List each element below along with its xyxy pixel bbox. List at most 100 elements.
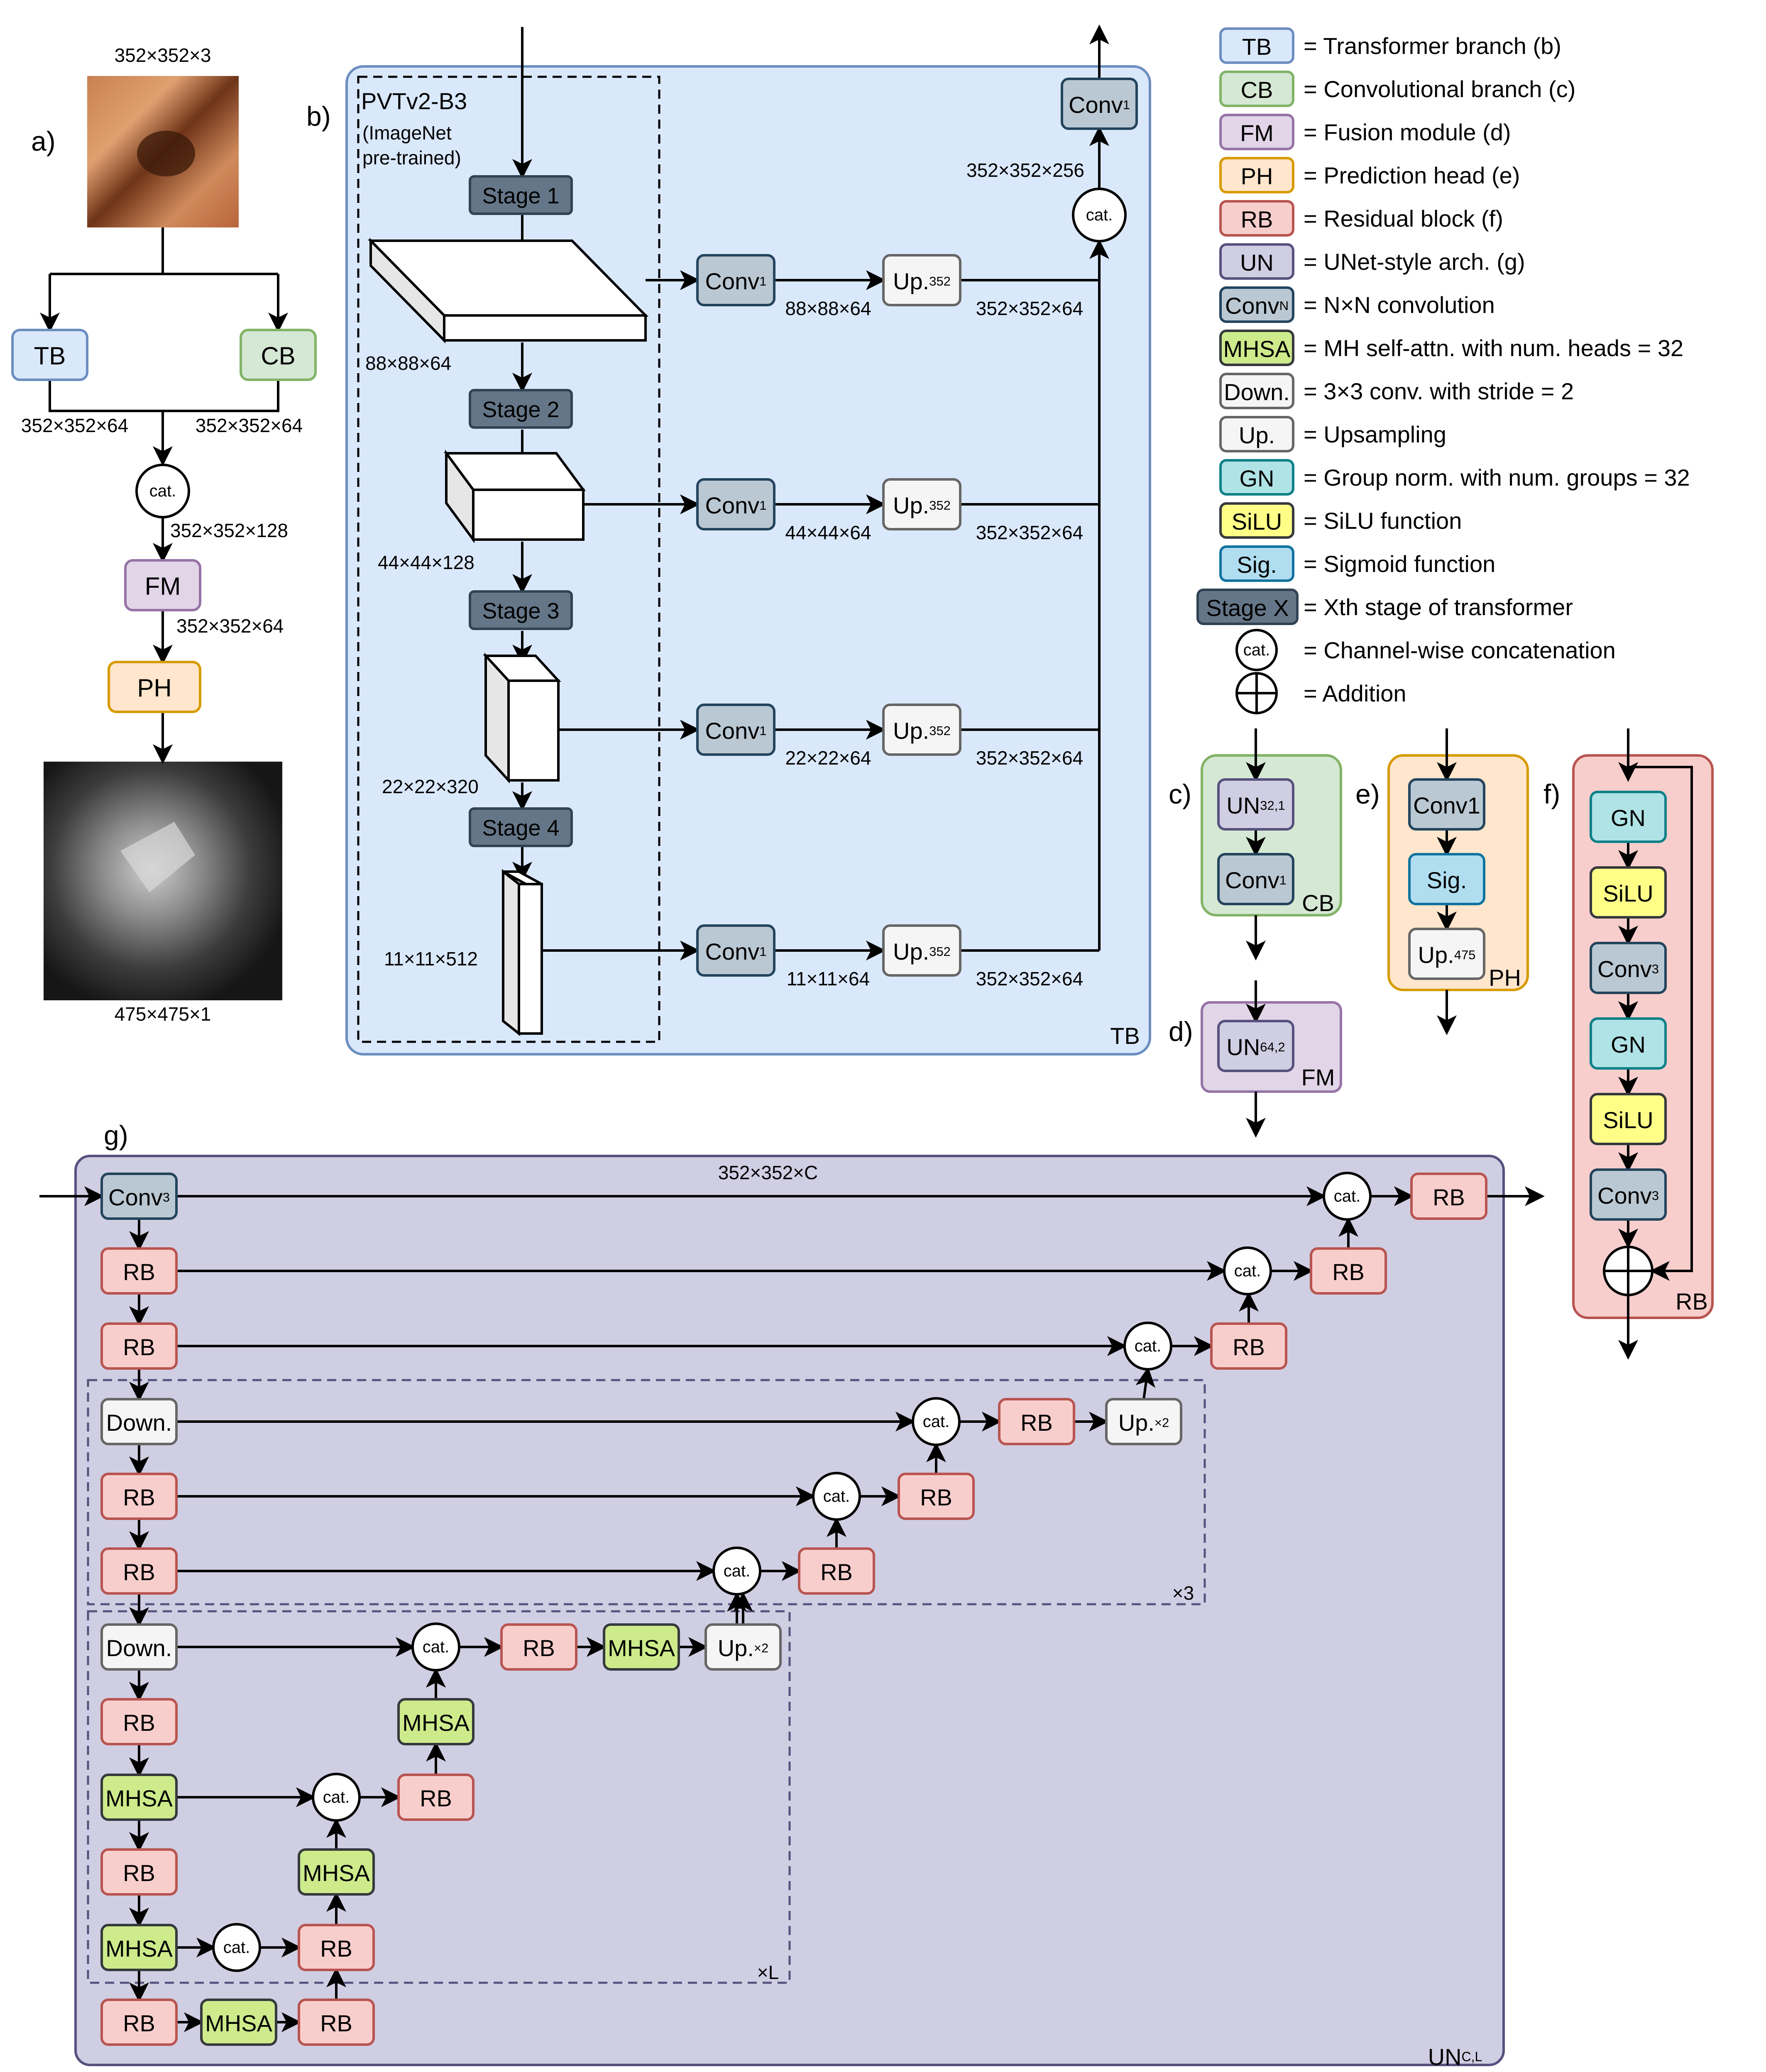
g-rb-bottom-shape bbox=[298, 1999, 375, 2046]
b-up-2: Up.352 bbox=[882, 478, 961, 530]
g-rb-inner-0: RB bbox=[500, 1623, 577, 1671]
legend-rb-text-text: = Residual block (f) bbox=[1304, 205, 1503, 232]
legend-fm-text-text: = Fusion module (d) bbox=[1304, 119, 1511, 145]
f-gn-1-label: GN bbox=[1611, 805, 1646, 831]
g-down-2-shape bbox=[100, 1623, 178, 1671]
g-conv3-shape bbox=[100, 1173, 178, 1220]
g-cat-inner-1-label-text: cat. bbox=[323, 1788, 350, 1806]
legend-sig-swatch: Sig. bbox=[1219, 545, 1294, 582]
g-rb-l2-shape bbox=[100, 1322, 178, 1370]
up1-dim: 352×352×64 bbox=[976, 298, 1083, 319]
g-mhsa-l2: MHSA bbox=[100, 1924, 178, 1971]
b-up-4-shape bbox=[882, 924, 961, 977]
b-up-1-label: Up.352 bbox=[893, 268, 951, 294]
xL-dashed-group bbox=[87, 1610, 791, 1984]
g-cat-0-shape bbox=[1323, 1172, 1372, 1221]
g-cat-4-shape bbox=[812, 1472, 861, 1521]
g-rb-l6-label: RB bbox=[123, 1860, 155, 1886]
g-cat-1-label-text: cat. bbox=[1234, 1262, 1261, 1280]
g-rb-dec-4-label-text: RB bbox=[920, 1484, 952, 1510]
b-conv-1-label-text: Conv bbox=[705, 268, 760, 294]
g-conv3: Conv3 bbox=[100, 1173, 178, 1220]
stage4-box: Stage 4 bbox=[469, 807, 573, 847]
legend-stage-swatch-shape bbox=[1196, 589, 1299, 625]
a-fm-box-label-text: FM bbox=[145, 572, 181, 600]
g-mhsa-inner-2-shape bbox=[298, 1848, 375, 1896]
g-rb-l1-label-text: RB bbox=[123, 1259, 155, 1285]
stage1-front bbox=[443, 314, 647, 342]
a-fm-box: FM bbox=[124, 559, 201, 611]
a-cb-box-label-text: CB bbox=[261, 342, 295, 370]
legend-tb-swatch: TB bbox=[1219, 27, 1294, 64]
g-cat-5-label: cat. bbox=[724, 1562, 750, 1580]
legend-gn-swatch-label-text: GN bbox=[1240, 465, 1274, 491]
stage3-feat-dim: 22×22×320 bbox=[382, 776, 479, 797]
g-rb-dec-4-shape bbox=[898, 1473, 975, 1520]
legend-mhsa-text: = MH self-attn. with num. heads = 32 bbox=[1304, 335, 1683, 361]
stage2-front bbox=[472, 489, 585, 541]
legend-cb-text-text: = Convolutional branch (c) bbox=[1304, 76, 1575, 102]
b-final-conv-label-text: Conv bbox=[1069, 92, 1123, 118]
legend-un-swatch-label-text: UN bbox=[1240, 249, 1274, 276]
cb-corner-label-text: CB bbox=[1302, 890, 1334, 916]
conv1-dim-text: 88×88×64 bbox=[785, 298, 871, 319]
legend-tb-swatch-label-text: TB bbox=[1242, 34, 1272, 60]
b-up-4-label-text: Up. bbox=[893, 938, 929, 965]
input-dim-label-text: 352×352×3 bbox=[115, 44, 211, 66]
xL-label-text: ×L bbox=[757, 1962, 779, 1983]
legend-rb-swatch-label: RB bbox=[1241, 206, 1273, 232]
legend-down-text-text: = 3×3 conv. with stride = 2 bbox=[1304, 378, 1574, 404]
legend-stage-swatch-label: Stage X bbox=[1206, 595, 1289, 621]
a-tb-box: TB bbox=[11, 329, 88, 381]
g-cat-3: cat. bbox=[912, 1397, 961, 1446]
legend-up-swatch-shape bbox=[1219, 416, 1294, 452]
e-up-box: Up.475 bbox=[1408, 928, 1485, 980]
g-mhsa-l1-label: MHSA bbox=[105, 1785, 173, 1811]
g-mhsa-inner-2-label: MHSA bbox=[303, 1860, 370, 1886]
a-fm-box-shape bbox=[124, 559, 201, 611]
a-fm-dim: 352×352×64 bbox=[176, 615, 284, 637]
legend-un-text: = UNet-style arch. (g) bbox=[1304, 249, 1525, 275]
rb-corner-label: RB bbox=[1675, 1288, 1708, 1315]
legend-stage-text-text: = Xth stage of transformer bbox=[1304, 594, 1573, 620]
b-conv-3-label-text: Conv bbox=[705, 718, 760, 744]
f-silu-1: SiLU bbox=[1590, 866, 1667, 919]
b-final-conv-label: Conv1 bbox=[1069, 92, 1130, 118]
g-mhsa-inner-0-label-text: MHSA bbox=[608, 1635, 675, 1661]
f-conv-1-label-subscript: 3 bbox=[1652, 962, 1659, 976]
legend-ph-swatch: PH bbox=[1219, 157, 1294, 193]
panel-g-label: g) bbox=[104, 1120, 128, 1151]
g-rb-dec-1-label: RB bbox=[1332, 1259, 1365, 1285]
g-mhsa-inner-0-shape bbox=[603, 1623, 680, 1671]
d-un-box-label: UN64,2 bbox=[1226, 1034, 1285, 1060]
b-conv-4-label: Conv1 bbox=[705, 938, 767, 965]
connection-arrows bbox=[39, 24, 1693, 2032]
g-cat-2-label: cat. bbox=[1135, 1337, 1161, 1355]
f-silu-1-label: SiLU bbox=[1603, 880, 1653, 906]
e-up-box-label-subscript: 475 bbox=[1454, 948, 1476, 962]
a-cb-dim: 352×352×64 bbox=[196, 415, 303, 436]
b-conv-2-label-subscript: 1 bbox=[759, 498, 766, 513]
legend-silu-text: = SiLU function bbox=[1304, 508, 1462, 534]
legend-conv-swatch: ConvN bbox=[1219, 286, 1294, 323]
f-conv-1-label-text: Conv bbox=[1597, 956, 1652, 982]
legend-rb-swatch-label-text: RB bbox=[1241, 206, 1273, 232]
stage3-feature-map bbox=[483, 652, 561, 784]
a-cat-shape bbox=[135, 464, 190, 518]
b-final-conv-shape bbox=[1061, 78, 1138, 130]
g-cat-inner-1: cat. bbox=[312, 1773, 361, 1822]
g-down-2: Down. bbox=[100, 1623, 178, 1671]
legend-gn-swatch-label: GN bbox=[1240, 465, 1274, 491]
legend-up-text-text: = Upsampling bbox=[1304, 421, 1446, 447]
a-tb-dim: 352×352×64 bbox=[21, 415, 128, 436]
a-tb-merge bbox=[49, 380, 163, 412]
pvt-backbone-box bbox=[357, 76, 660, 1043]
b-up-3-shape bbox=[882, 704, 961, 756]
a-fm-box-label: FM bbox=[145, 572, 181, 600]
legend-gn-text: = Group norm. with num. groups = 32 bbox=[1304, 464, 1690, 491]
stage4-feat-dim: 11×11×512 bbox=[384, 948, 478, 970]
g-up-inner-label-text: Up. bbox=[718, 1635, 754, 1661]
g-down-1-label-text: Down. bbox=[106, 1410, 172, 1436]
